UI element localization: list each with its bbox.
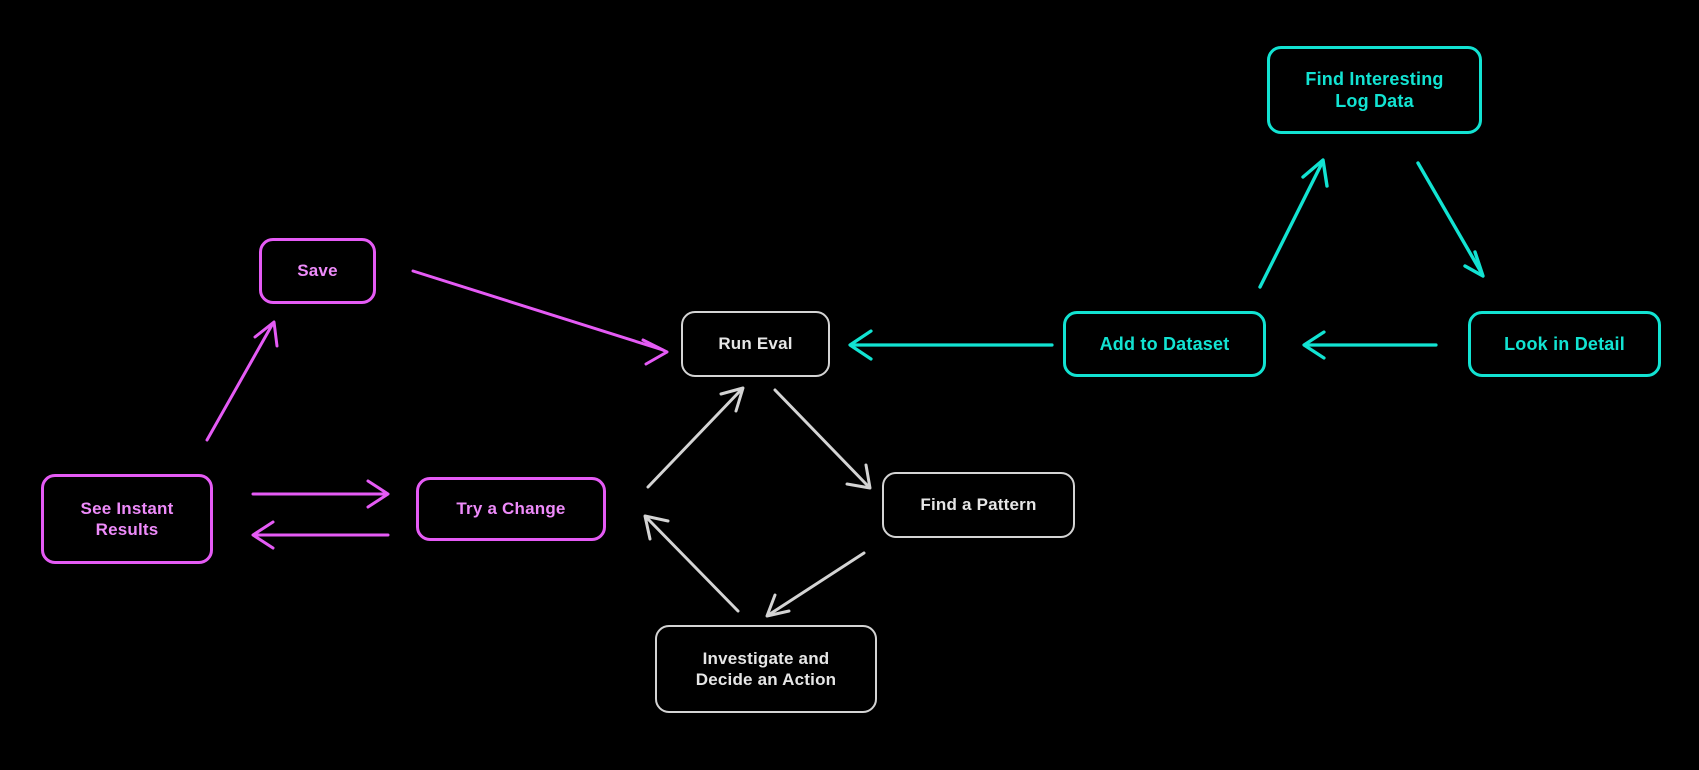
edge-see-instant-results-to-save [205, 320, 279, 442]
node-find-interesting-log-data[interactable]: Find Interesting Log Data [1267, 46, 1482, 134]
edge-investigate-to-try-a-change [643, 514, 740, 613]
edge-try-a-change-to-see-instant-results [251, 520, 390, 550]
node-add-to-dataset[interactable]: Add to Dataset [1063, 311, 1266, 377]
edge-find-a-pattern-to-investigate [765, 551, 866, 618]
node-save[interactable]: Save [259, 238, 376, 304]
edge-look-in-detail-to-add-to-dataset [1302, 330, 1438, 360]
edge-add-to-dataset-to-run-eval [848, 329, 1054, 361]
node-find-a-pattern[interactable]: Find a Pattern [882, 472, 1075, 538]
edge-save-to-run-eval [411, 269, 669, 366]
edge-look-in-detail-to-find-interesting-log-data [1258, 158, 1329, 289]
node-run-eval[interactable]: Run Eval [681, 311, 830, 377]
node-try-a-change[interactable]: Try a Change [416, 477, 606, 541]
edge-see-instant-results-to-try-a-change [251, 479, 390, 509]
edge-find-interesting-log-data-to-look-in-detail [1416, 161, 1485, 278]
node-see-instant-results[interactable]: See Instant Results [41, 474, 213, 564]
node-look-in-detail[interactable]: Look in Detail [1468, 311, 1661, 377]
edge-run-eval-to-find-a-pattern [773, 388, 872, 490]
node-investigate-and-decide-an-action[interactable]: Investigate and Decide an Action [655, 625, 877, 713]
edge-try-a-change-to-run-eval [646, 386, 745, 489]
